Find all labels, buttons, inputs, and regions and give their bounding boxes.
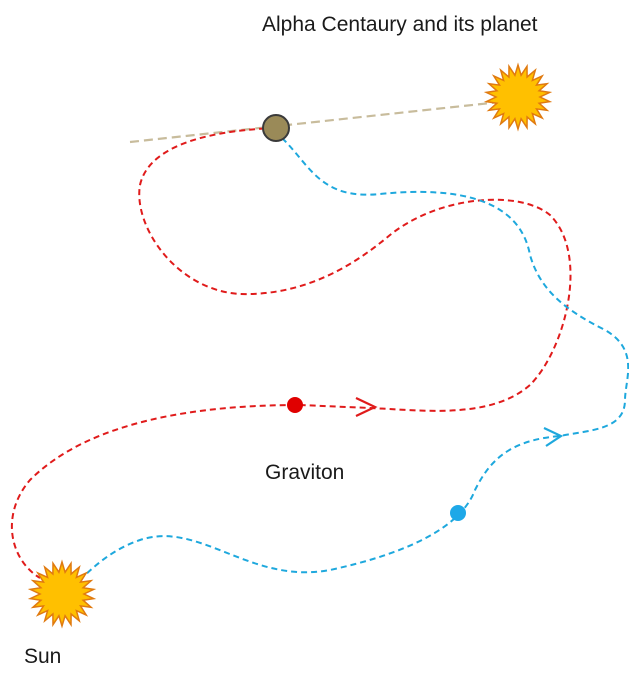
graviton-label: Graviton [265, 461, 345, 484]
blue-graviton-path [74, 137, 629, 586]
tangent-line [129, 100, 501, 144]
sun-icon [27, 559, 97, 629]
red-direction-arrow [355, 397, 378, 417]
red-graviton-path [10, 127, 572, 579]
star-core [498, 77, 538, 117]
sun-label: Sun [24, 645, 62, 668]
planet-icon [262, 114, 290, 142]
blue-graviton-dot [450, 505, 466, 521]
alpha-centauri-label: Alpha Centaury and its planet [262, 13, 538, 36]
star-core [42, 574, 82, 614]
red-graviton-dot [287, 397, 303, 413]
blue-direction-arrow [543, 427, 564, 447]
star-icon [483, 62, 553, 132]
